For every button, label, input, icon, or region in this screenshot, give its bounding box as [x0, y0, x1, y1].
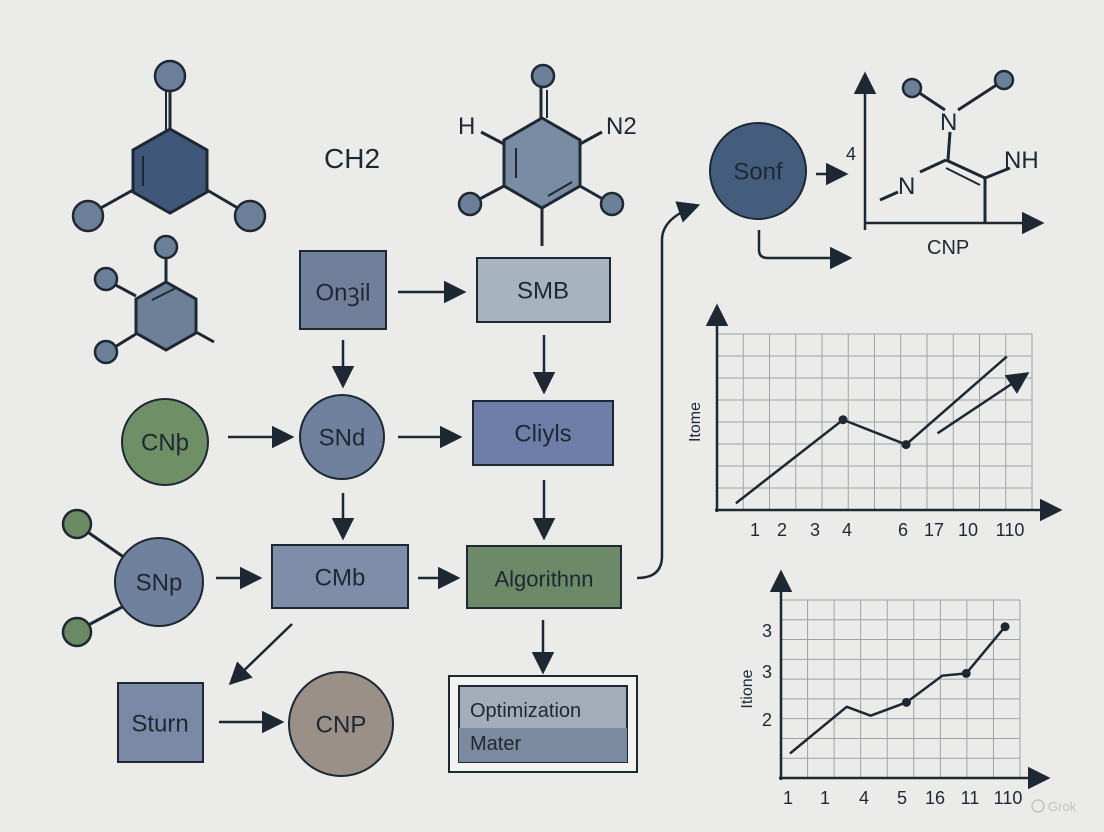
x-tick-label: 1 — [750, 520, 760, 540]
svg-text:Sonf: Sonf — [733, 159, 783, 186]
x-tick-label: 17 — [924, 520, 944, 540]
x-tick-label: 5 — [897, 788, 907, 808]
chart-grid — [780, 599, 1021, 779]
svg-text:SNp: SNp — [136, 570, 183, 597]
flow-box-cmb: CMb — [271, 544, 409, 609]
molecule-top-right: N N NH CNP 4 — [846, 69, 1045, 259]
tr-n-left: N — [898, 173, 915, 200]
x-tick-label: 1 — [783, 788, 793, 808]
series-marker — [901, 697, 911, 707]
svg-text:SNd: SNd — [319, 425, 366, 452]
tr-cnp: CNP — [927, 237, 969, 259]
flow-box-sturn: Sturn — [117, 682, 204, 763]
y-tick-label: 3 — [762, 621, 772, 641]
tr-nh: NH — [1004, 147, 1039, 174]
x-tick-label: 110 — [996, 520, 1025, 540]
series-marker — [838, 415, 848, 425]
series-line-1 — [936, 372, 1030, 435]
svg-text:CNP: CNP — [316, 712, 367, 739]
x-tick-label: 11 — [961, 788, 980, 808]
y-tick-label: 3 — [762, 662, 772, 682]
flow-circle-sonf: Sonf — [709, 122, 807, 220]
svg-text:CNþ: CNþ — [141, 430, 189, 457]
y-tick-label: 2 — [762, 710, 772, 730]
x-tick-label: 2 — [777, 520, 787, 540]
flow-box-optimization-mater: Optimization Mater — [448, 675, 638, 773]
series-line-0 — [735, 355, 1008, 505]
tr-n-top: N — [940, 109, 957, 136]
molecule-hexagon-large — [71, 59, 267, 233]
x-tick-label: 4 — [842, 520, 852, 540]
ring-n2-label: N2 — [606, 113, 637, 140]
svg-text:Grok: Grok — [1048, 799, 1077, 814]
watermark: Grok — [1031, 799, 1077, 814]
flow-circle-cnp-green: CNþ — [121, 398, 209, 486]
x-tick-label: 4 — [859, 788, 869, 808]
y-axis-title: Itome — [687, 402, 704, 442]
x-tick-label: 16 — [925, 788, 945, 808]
ring-h-label: H — [458, 113, 475, 140]
series-marker — [961, 668, 971, 678]
series-marker — [901, 440, 911, 450]
x-tick-label: 6 — [898, 520, 908, 540]
tr-four: 4 — [846, 144, 856, 164]
series-marker — [1000, 622, 1010, 632]
flow-circle-snd: SNd — [299, 394, 385, 480]
flow-box-cliyls: Cliyls — [472, 400, 614, 466]
molecule-hexagon-small — [93, 234, 215, 365]
flow-arrows — [216, 162, 853, 734]
x-tick-label: 3 — [810, 520, 820, 540]
formula-label: CH2 — [324, 143, 380, 174]
flow-circle-cnp-tan: CNP — [288, 671, 394, 777]
x-tick-label: 1 — [820, 788, 830, 808]
svg-text:CMb: CMb — [315, 565, 366, 592]
svg-text:Optimization: Optimization — [470, 700, 581, 722]
svg-text:Onꝫil: Onꝫil — [316, 280, 371, 307]
flow-box-smb: SMB — [476, 257, 611, 323]
flow-circle-snp: SNp — [61, 508, 204, 648]
svg-text:Mater: Mater — [470, 733, 521, 755]
svg-text:Algorithnn: Algorithnn — [494, 567, 593, 592]
svg-text:SMB: SMB — [517, 278, 569, 305]
svg-text:Sturn: Sturn — [131, 711, 188, 738]
flow-box-algorithm: Algorithnn — [466, 545, 622, 609]
series-line-0 — [789, 625, 1007, 755]
x-tick-label: 110 — [994, 788, 1023, 808]
y-axis-title: Itione — [739, 669, 756, 708]
chart-grid — [716, 333, 1033, 511]
flow-box-ongil: Onꝫil — [299, 250, 387, 330]
svg-text:Cliyls: Cliyls — [514, 421, 571, 448]
molecule-benzene: H N2 — [457, 63, 637, 246]
x-tick-label: 10 — [958, 520, 978, 540]
